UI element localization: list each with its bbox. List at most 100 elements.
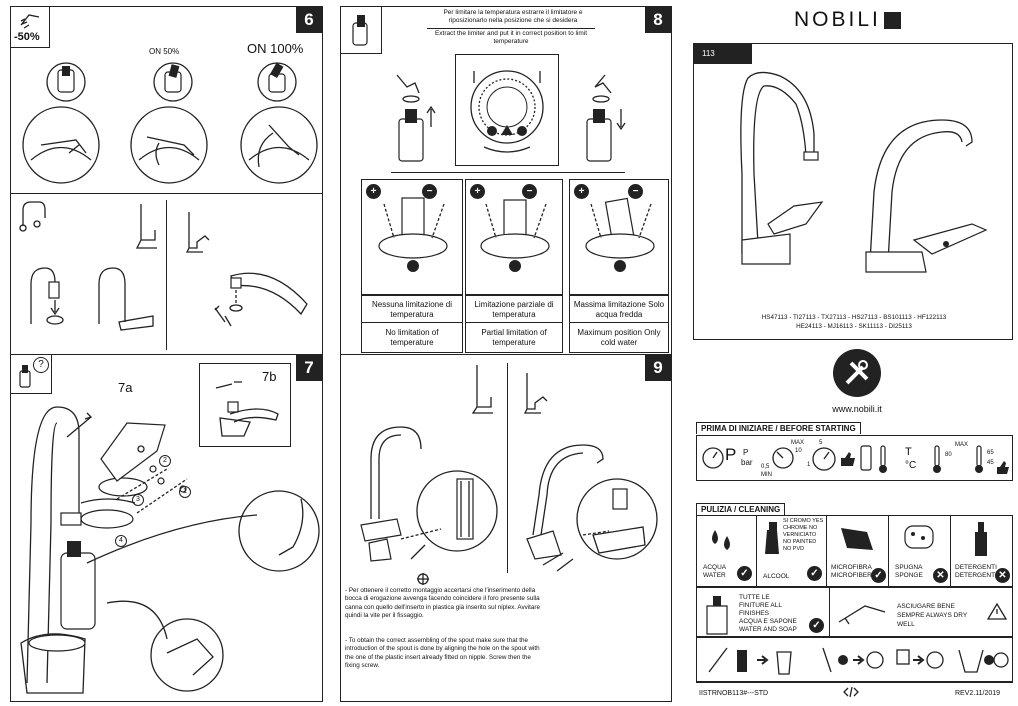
cartridge-icon bbox=[19, 365, 31, 388]
faucet-circle-2 bbox=[130, 106, 208, 184]
pressure-gauge-icon bbox=[702, 447, 724, 469]
tools-icon bbox=[19, 201, 46, 232]
flow-icon bbox=[20, 14, 40, 29]
intro-underline bbox=[427, 28, 595, 29]
warning-icon bbox=[986, 602, 1008, 620]
option-no-limit-text: Nessuna limitazione di temperatura No li… bbox=[361, 295, 463, 353]
step8-icon-box bbox=[341, 7, 382, 54]
option-partial-text: Limitazione parziale di temperatura Part… bbox=[465, 295, 563, 353]
extract-limiter-left bbox=[396, 74, 436, 162]
code-icon bbox=[843, 686, 859, 698]
step7-panel: 7 ? 7a 7b 1 2 3 4 bbox=[10, 354, 323, 702]
thumbs-up-icon bbox=[997, 461, 1009, 474]
flow-badge: -50% bbox=[11, 7, 50, 48]
cell-divider bbox=[829, 588, 830, 636]
sep bbox=[362, 322, 462, 323]
alcohol-note: SI CROMO YES CHROME NO VERNICIATO NO PAI… bbox=[783, 518, 824, 552]
help-icon: ? bbox=[33, 357, 49, 373]
option-no-limit: + − bbox=[361, 179, 463, 295]
step-number: 8 bbox=[645, 7, 671, 33]
footer-revision: REV2.11/2019 bbox=[955, 690, 1001, 697]
sponge-icon bbox=[904, 525, 934, 549]
option-partial-limit: + − bbox=[465, 179, 563, 295]
product-panel: 113 HS47113 - TI27113 - TX27113 - HS2711… bbox=[693, 43, 1013, 340]
option-max-text: Massima limitazione Solo acqua fredda Ma… bbox=[569, 295, 669, 353]
cartridge-circle-1 bbox=[46, 62, 86, 102]
website: www.nobili.it bbox=[832, 404, 882, 414]
cleaning-label: MICROFIBRA MICROFIBER bbox=[831, 564, 872, 579]
callout-3: 3 bbox=[132, 494, 144, 506]
on50-label: ON 50% bbox=[149, 47, 180, 56]
figure-7b-box: 7b bbox=[199, 363, 291, 447]
t65-label: 65 bbox=[987, 450, 994, 456]
p-small: P bbox=[743, 448, 749, 457]
sep bbox=[570, 322, 668, 323]
hose-step-2 bbox=[98, 267, 154, 331]
model-tag: 113 bbox=[694, 44, 752, 64]
product-codes-2: HE24113 - MJ16113 - SK11113 - DI25113 bbox=[796, 323, 912, 330]
one-label: 1 bbox=[807, 462, 811, 468]
min-gauge-icon bbox=[772, 447, 794, 469]
intro-english: Extract the limiter and put it in correc… bbox=[434, 30, 588, 45]
cartridge-circle-3 bbox=[257, 62, 297, 102]
faucet-circle-1 bbox=[22, 106, 100, 184]
flow-percent: -50% bbox=[14, 31, 40, 43]
max-value: 10 bbox=[795, 448, 802, 454]
wrench-screwdriver-icon bbox=[845, 360, 869, 385]
cleaning-water: ACQUA WATER ✓ bbox=[697, 516, 757, 588]
faucet-side-view-1 bbox=[135, 204, 157, 249]
bar-unit: bar bbox=[741, 458, 753, 467]
screw-and-handle bbox=[215, 381, 279, 437]
tools-badge-icon bbox=[833, 349, 881, 397]
before-starting-header: PRIMA DI INIZIARE / BEFORE STARTING bbox=[696, 422, 861, 434]
step-number: 9 bbox=[645, 355, 671, 381]
detergent-bottle-icon bbox=[975, 522, 987, 556]
brand-name: NOBILI bbox=[794, 8, 881, 31]
dash-divider bbox=[507, 363, 508, 573]
cleaning-detergent: DETERGENTI DETERGENT ✕ bbox=[951, 516, 1013, 588]
faucet-exploded-view bbox=[20, 406, 320, 694]
check-icon: ✓ bbox=[737, 566, 752, 581]
option-en: Maximum position Only cold water bbox=[577, 328, 661, 347]
figure-7a-label: 7a bbox=[118, 380, 133, 395]
five-label: 5 bbox=[819, 440, 823, 446]
check-icon: ✓ bbox=[807, 566, 822, 581]
footer-line bbox=[696, 682, 1013, 683]
on100-label: ON 100% bbox=[247, 41, 304, 56]
soap-bottle-icon bbox=[706, 596, 728, 635]
faucet-product-front bbox=[740, 71, 824, 265]
option-en: Partial limitation of temperature bbox=[481, 328, 547, 347]
step7-icon-box: ? bbox=[11, 355, 52, 394]
step-number: 7 bbox=[296, 355, 322, 381]
cleaning-label: ACQUA WATER bbox=[703, 564, 726, 579]
faucet-circle-3 bbox=[240, 106, 318, 184]
plus-icon: + bbox=[574, 184, 589, 199]
option-max-limit: + − bbox=[569, 179, 669, 295]
spray-bottle-icon bbox=[765, 522, 779, 554]
limiter-position-partial bbox=[480, 199, 550, 272]
limiter-position-max bbox=[585, 197, 655, 272]
faucet-product-side bbox=[865, 119, 988, 273]
step-number: 6 bbox=[296, 7, 322, 33]
thermometer-max-icon bbox=[933, 445, 941, 473]
option-it: Nessuna limitazione di temperatura bbox=[371, 300, 453, 319]
cleaning-sponge: SPUGNA SPONGE ✕ bbox=[889, 516, 951, 588]
limiter-position-none bbox=[378, 197, 448, 272]
spout-assembly-right bbox=[526, 444, 658, 572]
cleaning-alcohol: SI CROMO YES CHROME NO VERNICIATO NO PAI… bbox=[757, 516, 827, 588]
cartridge-circle-2 bbox=[153, 62, 193, 102]
figure-7b-label: 7b bbox=[262, 369, 277, 384]
cross-icon: ✕ bbox=[933, 568, 948, 583]
check-icon: ✓ bbox=[871, 568, 886, 583]
deg-label: °C bbox=[905, 460, 917, 471]
instructions-italian: - Per ottenere il corretto montaggio acc… bbox=[345, 587, 541, 619]
plus-icon: + bbox=[470, 184, 485, 199]
cloth-icon bbox=[841, 528, 873, 550]
cleaning-header: PULIZIA / CLEANING bbox=[696, 503, 786, 515]
instructions-english: - To obtain the correct assembling of th… bbox=[345, 637, 540, 669]
thumbs-up-icon bbox=[841, 452, 855, 466]
cross-icon: ✕ bbox=[995, 568, 1010, 583]
before-starting-row: P P bar 0,5 MIN MAX 10 5 1 T °C MAX 80 6… bbox=[696, 435, 1013, 481]
limiter-dial-box bbox=[455, 54, 559, 166]
drying-icon bbox=[838, 605, 886, 625]
